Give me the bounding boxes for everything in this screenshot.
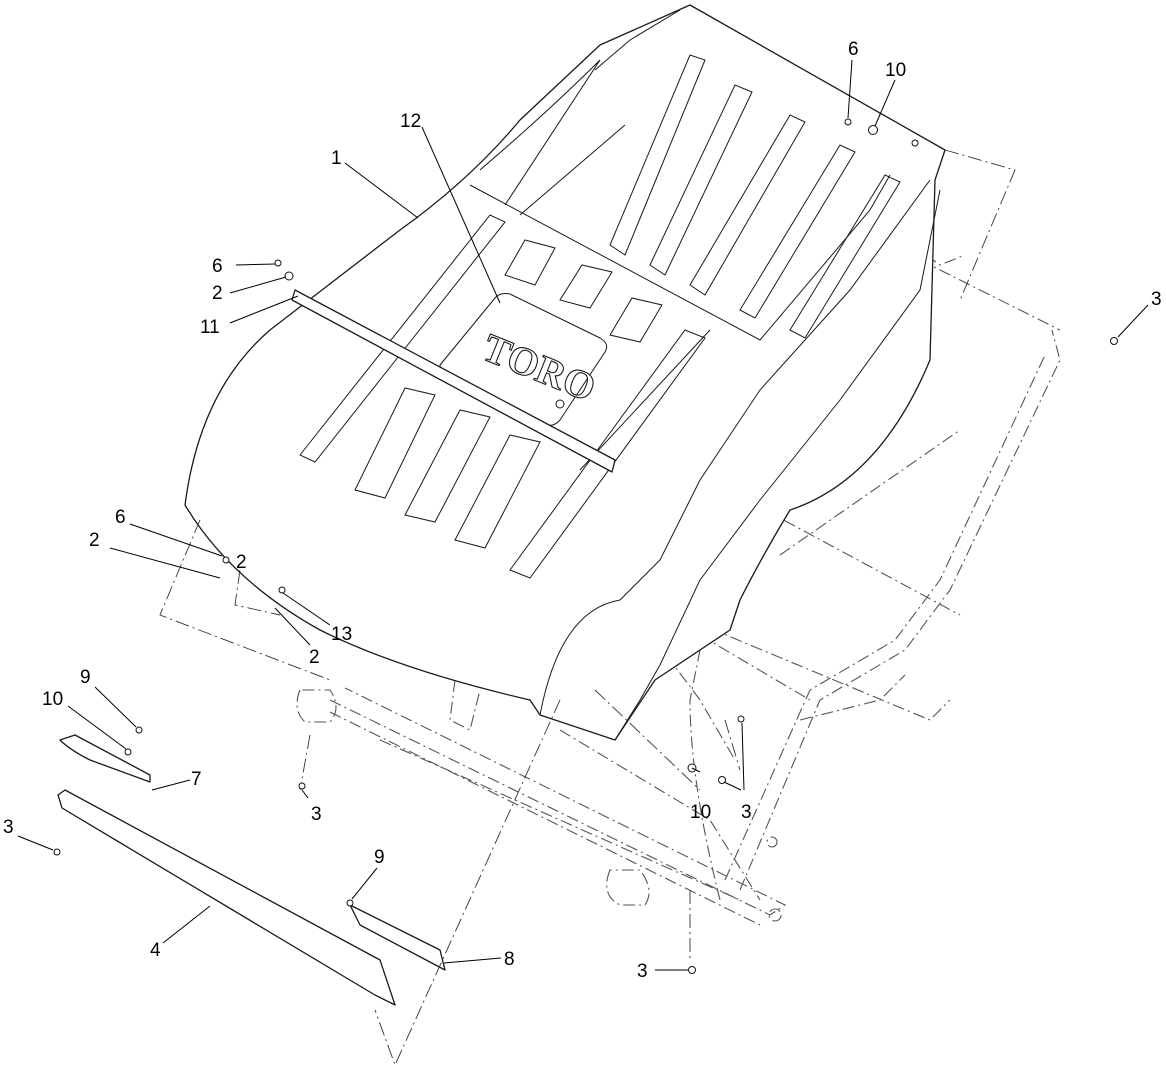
callout-10-c: 10: [690, 802, 711, 823]
hood-vents: [299, 54, 901, 579]
callout-10-a: 10: [885, 60, 906, 81]
callout-7: 7: [191, 769, 202, 790]
callout-9-a: 9: [80, 667, 91, 688]
callout-labels: 1 2 2 2 2 2 3 3 3 3 3 4 6 6 6 7 8 9 9 10…: [3, 39, 1162, 982]
callout-3-e: 3: [637, 961, 648, 982]
callout-2-c: 2: [236, 552, 247, 573]
lower-panel: [57, 789, 396, 1006]
callout-8: 8: [504, 949, 515, 970]
callout-11: 11: [200, 317, 220, 338]
callout-13: 13: [331, 624, 352, 645]
callout-9-b: 9: [374, 847, 385, 868]
callout-2-b: 2: [89, 530, 100, 551]
bracket-left: [59, 734, 151, 783]
mounting-strip: [291, 289, 616, 473]
callout-3-c: 3: [3, 817, 14, 838]
callout-2-a: 2: [212, 283, 223, 304]
callout-4: 4: [150, 940, 161, 961]
callout-1: 1: [331, 148, 342, 169]
bracket-right: [349, 904, 446, 971]
explosion-lines: [159, 149, 1016, 1067]
callout-6-a: 6: [848, 39, 859, 60]
callout-leaders: [17, 59, 1149, 971]
callout-6-b: 6: [212, 256, 223, 277]
callout-6-c: 6: [115, 507, 126, 528]
callout-2-d: 2: [309, 647, 320, 668]
callout-3-a: 3: [1151, 289, 1162, 310]
hardware: [53, 118, 1118, 974]
callout-3-b: 3: [311, 804, 322, 825]
callout-12: 12: [400, 111, 421, 132]
callout-3-d: 3: [741, 802, 752, 823]
callout-10-b: 10: [42, 689, 63, 710]
hood: [184, 4, 946, 741]
